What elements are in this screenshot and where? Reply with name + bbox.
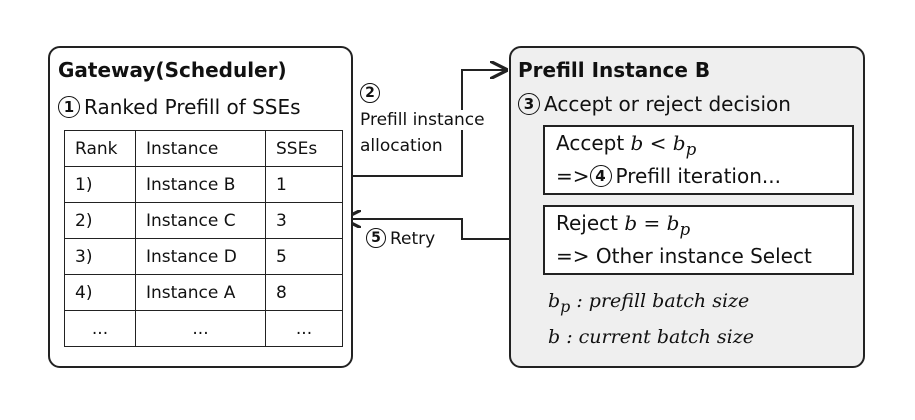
retry-arrow (345, 219, 543, 240)
table-row: 1) Instance B 1 (64, 166, 343, 203)
ranked-prefill-table: Rank Instance SSEs 1) Instance B 1 2) In… (64, 130, 343, 347)
reject-subscript: p (679, 220, 691, 239)
table-cell: 1 (265, 166, 343, 203)
prefill-title: Prefill Instance B (518, 58, 711, 82)
table-cell: 8 (265, 274, 343, 311)
table-row: ... ... ... (64, 310, 343, 347)
table-cell: ... (265, 310, 343, 347)
step1-text: Ranked Prefill of SSEs (84, 95, 301, 119)
table-row: 4) Instance A 8 (64, 274, 343, 311)
reject-line1: Reject b = bp (556, 211, 690, 239)
table-cell: Instance A (135, 274, 266, 311)
table-row: 2) Instance C 3 (64, 202, 343, 239)
header-instance: Instance (135, 130, 266, 167)
table-cell: Instance B (135, 166, 266, 203)
accept-line1: Accept b < bp (556, 131, 696, 159)
table-cell: 4) (64, 274, 136, 311)
legend-bp-subscript: p (560, 296, 571, 316)
retry-text: Retry (390, 229, 436, 249)
table-row: 3) Instance D 5 (64, 238, 343, 275)
table-cell: ... (135, 310, 266, 347)
table-cell: 1) (64, 166, 136, 203)
accept-condition: b < b (630, 131, 686, 155)
legend-bp: bp : prefill batch size (548, 290, 749, 316)
legend-bp-symbol: b (548, 290, 561, 312)
accept-word: Accept (556, 131, 625, 155)
table-cell: Instance D (135, 238, 266, 275)
table-header-row: Rank Instance SSEs (64, 130, 343, 167)
reject-action: => Other instance Select (556, 244, 812, 268)
accept-action: Prefill iteration... (615, 164, 781, 188)
legend-b-desc: : current batch size (566, 326, 754, 348)
step5-number: 5 (366, 228, 386, 248)
allocation-label-line2: allocation (360, 136, 443, 156)
step3-text: Accept or reject decision (544, 92, 791, 116)
table-cell: 2) (64, 202, 136, 239)
step1-number: 1 (58, 96, 80, 118)
reject-box: Reject b = bp => Other instance Select (543, 205, 854, 275)
reject-word: Reject (556, 211, 619, 235)
legend-b: b : current batch size (548, 326, 754, 348)
step2-number-wrap: 2 (360, 80, 384, 104)
step2-number: 2 (360, 83, 380, 103)
header-sses: SSEs (265, 130, 343, 167)
step3-number: 3 (518, 93, 540, 115)
legend-b-symbol: b (548, 326, 561, 348)
accept-subscript: p (685, 140, 697, 159)
legend-bp-desc: : prefill batch size (576, 290, 750, 312)
table-cell: 3 (265, 202, 343, 239)
accept-arrow-text: => (556, 164, 590, 188)
table-cell: 5 (265, 238, 343, 275)
allocation-label-line1: Prefill instance (360, 110, 485, 130)
table-cell: Instance C (135, 202, 266, 239)
step4-number: 4 (589, 165, 612, 187)
table-cell: ... (64, 310, 136, 347)
header-rank: Rank (64, 130, 136, 167)
gateway-title: Gateway(Scheduler) (58, 58, 287, 82)
table-cell: 3) (64, 238, 136, 275)
reject-condition: b = b (624, 211, 680, 235)
